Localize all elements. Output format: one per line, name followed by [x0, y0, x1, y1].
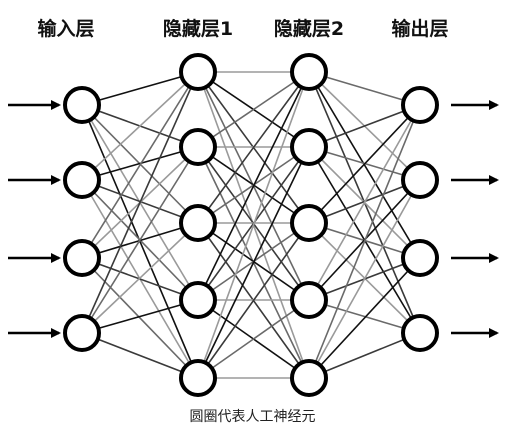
output-neurons — [401, 86, 439, 352]
input-neuron — [63, 314, 101, 352]
hidden1-neuron — [179, 128, 217, 166]
hidden1-neurons — [179, 53, 217, 397]
hidden2-neuron — [290, 128, 328, 166]
connections — [81, 71, 421, 379]
connection-line — [308, 257, 421, 379]
connection-line — [197, 299, 310, 379]
diagram-caption: 圆圈代表人工神经元 — [189, 409, 316, 425]
hidden1-neuron — [179, 204, 217, 242]
connection-line — [81, 332, 199, 379]
connection-line — [81, 257, 199, 379]
hidden2-neurons — [290, 53, 328, 397]
hidden1-neuron — [179, 359, 217, 397]
output-neuron — [401, 314, 439, 352]
connection-line — [197, 71, 310, 301]
connection-line — [197, 71, 310, 148]
output-neuron — [401, 86, 439, 124]
connection-line — [81, 71, 199, 259]
hidden2-neuron — [290, 281, 328, 319]
hidden1-neuron — [179, 53, 217, 91]
connection-line — [308, 104, 421, 148]
connection-line — [81, 71, 199, 334]
output-neuron — [401, 239, 439, 277]
input-neurons — [63, 86, 101, 352]
input-neuron — [63, 161, 101, 199]
connection-line — [81, 71, 199, 106]
connection-line — [197, 222, 310, 379]
input-arrows — [8, 100, 61, 338]
connection-line — [81, 146, 199, 334]
connection-line — [197, 71, 310, 379]
connection-line — [308, 332, 421, 379]
hidden-layer-2-title: 隐藏层2 — [273, 18, 345, 40]
connection-line — [308, 299, 421, 334]
connection-line — [81, 71, 199, 181]
connection-line — [81, 222, 199, 334]
hidden1-neuron — [179, 281, 217, 319]
output-layer-title: 输出层 — [391, 18, 449, 40]
hidden-layer-1-title: 隐藏层1 — [162, 18, 234, 40]
hidden2-neuron — [290, 53, 328, 91]
input-neuron — [63, 239, 101, 277]
connection-line — [197, 146, 310, 379]
connection-line — [197, 71, 310, 224]
connection-line — [308, 104, 421, 301]
connection-line — [81, 299, 199, 334]
connection-line — [308, 71, 421, 106]
input-neuron — [63, 86, 101, 124]
connection-line — [308, 104, 421, 379]
hidden2-neuron — [290, 204, 328, 242]
connection-line — [308, 104, 421, 224]
input-layer-title: 输入层 — [37, 18, 95, 40]
hidden2-neuron — [290, 359, 328, 397]
connection-line — [308, 179, 421, 379]
output-arrows — [451, 100, 499, 338]
output-neuron — [401, 161, 439, 199]
